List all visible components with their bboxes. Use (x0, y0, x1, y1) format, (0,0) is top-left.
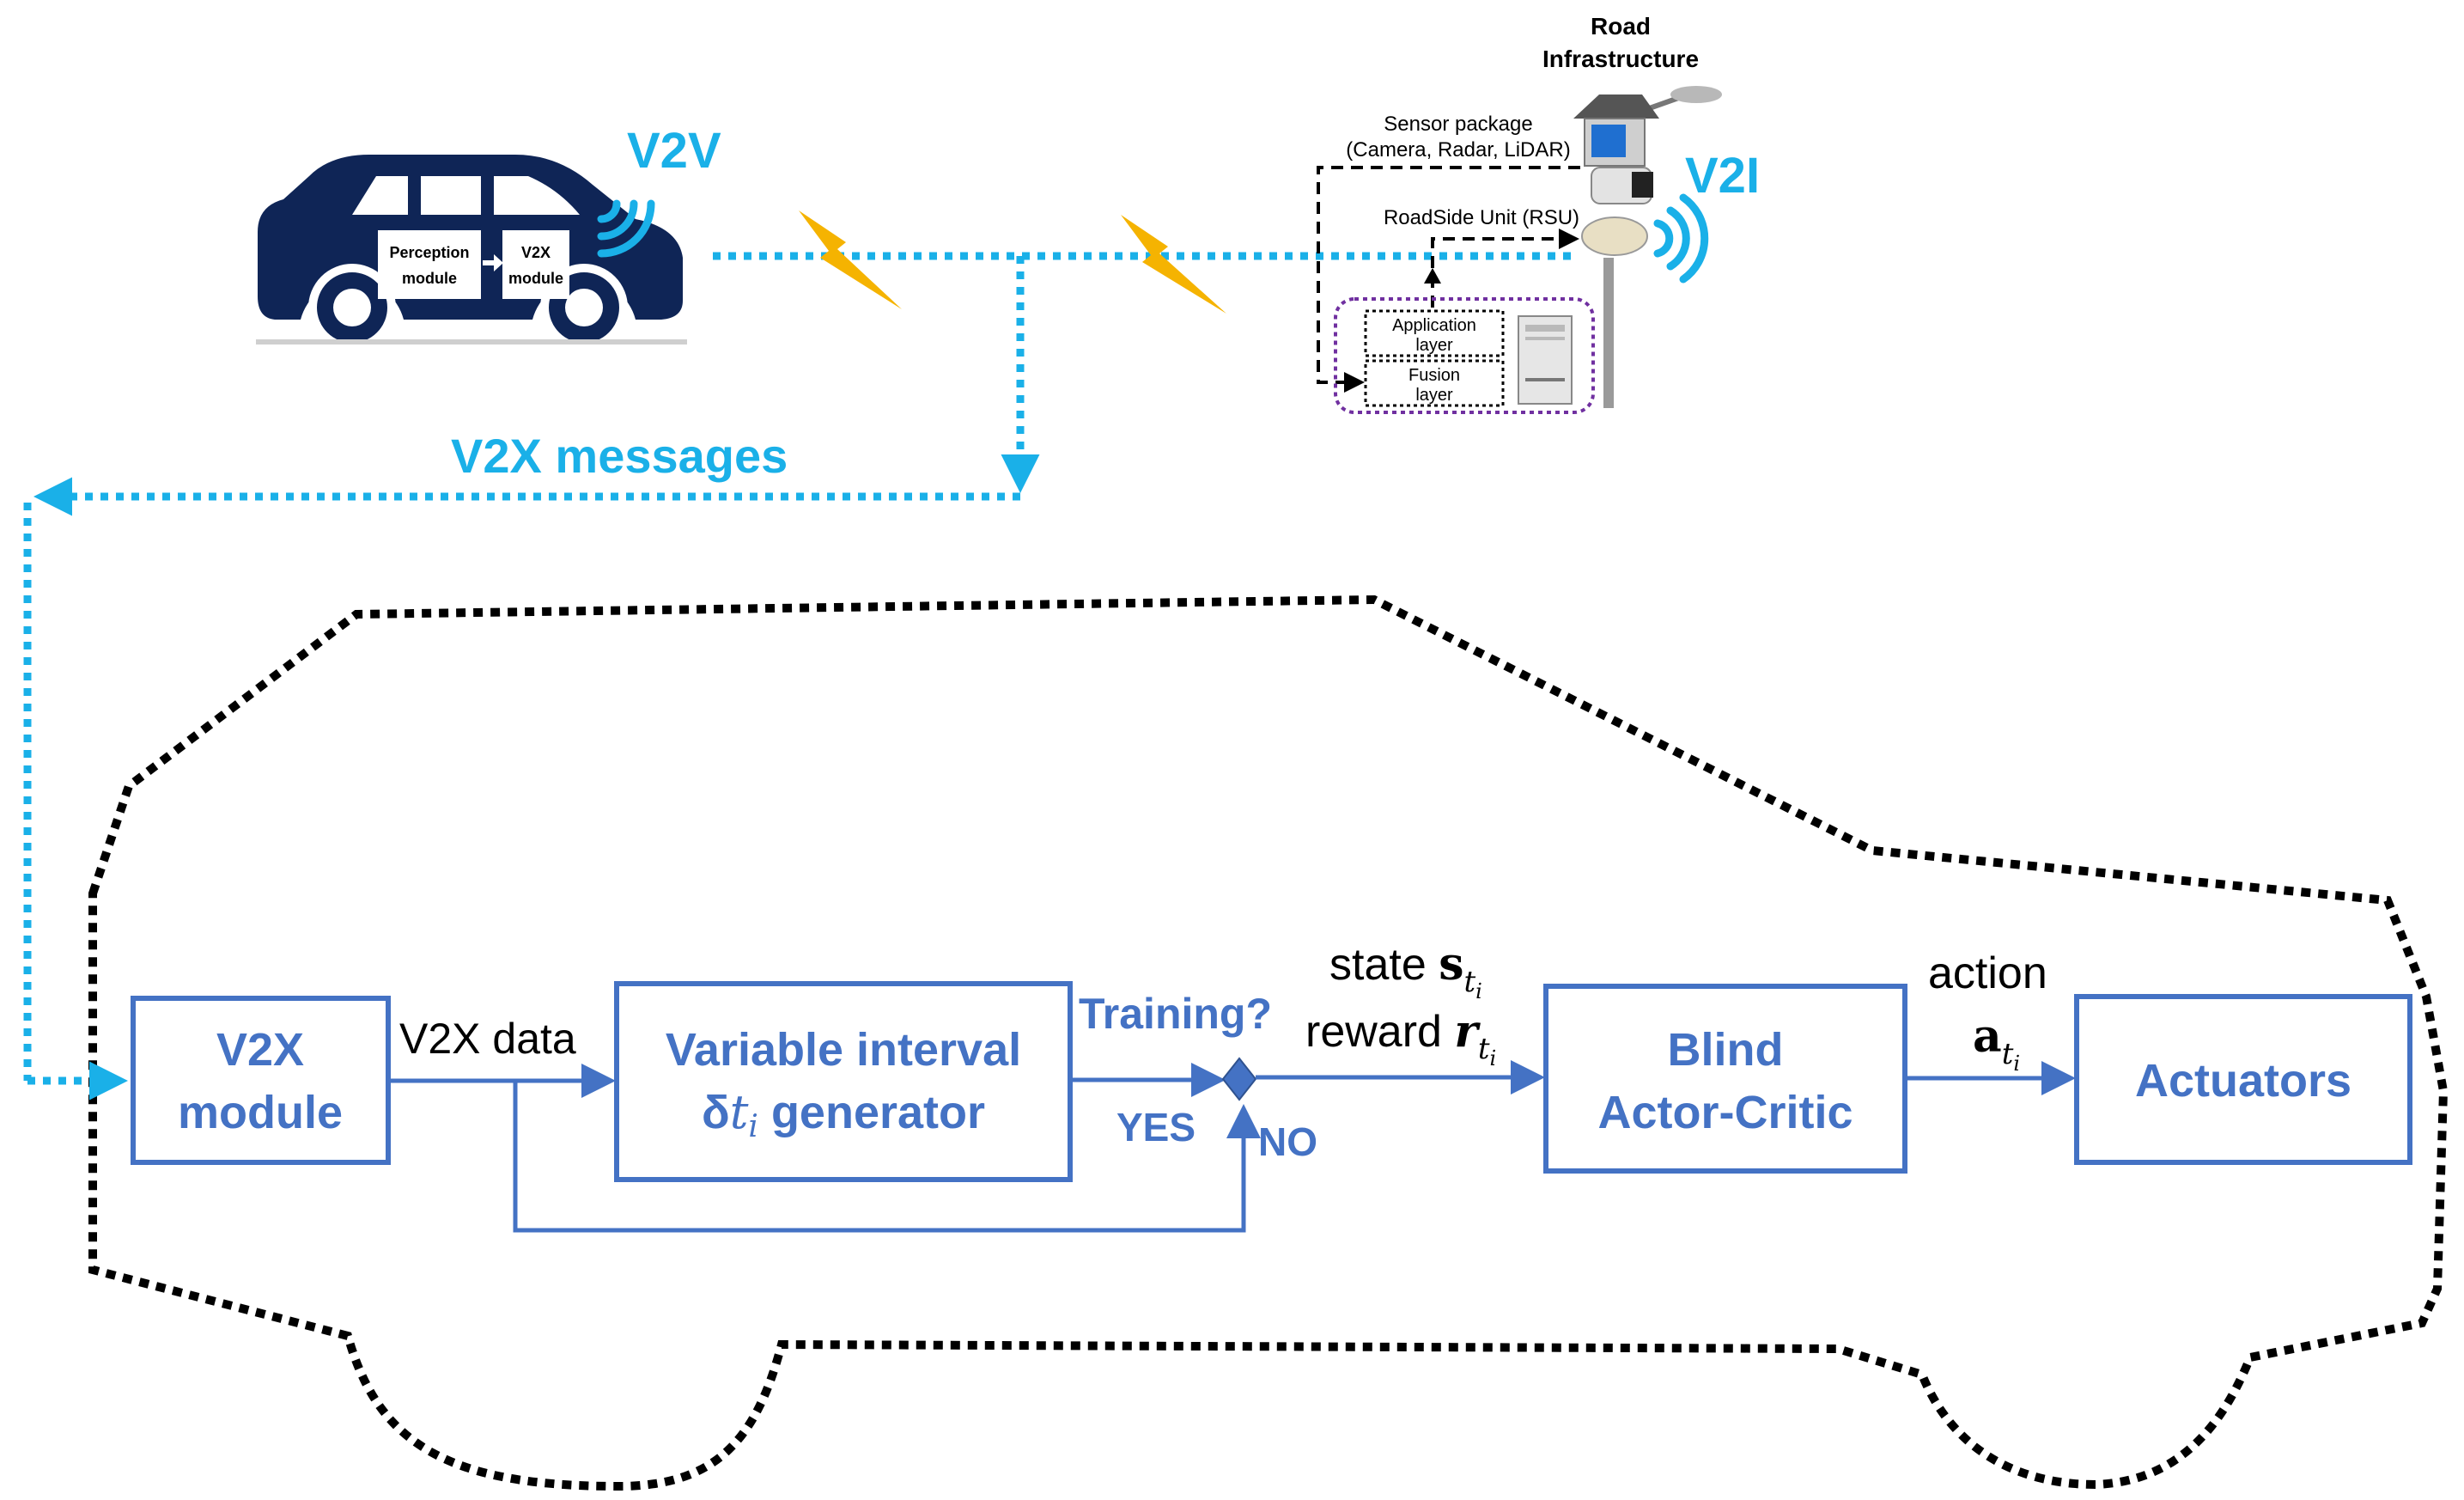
car-v2x-module-box (502, 230, 569, 299)
action-sub-i: i (2013, 1052, 2020, 1076)
fusion-layer-box (1364, 359, 1505, 407)
car-v2x-module-line1: V2X (521, 244, 551, 261)
edge-server-group (1334, 297, 1595, 414)
wifi-icon-v2i (1653, 193, 1709, 284)
lightning-icon-1 (799, 210, 902, 309)
wifi-icon-v2v (597, 199, 655, 258)
car-internal-arrow (483, 254, 503, 271)
car-window-middle (421, 176, 481, 215)
variable-interval-generator-box (614, 981, 1073, 1182)
rsu-device (1581, 216, 1648, 256)
generator-delta: δ (702, 1087, 730, 1138)
fusion-layer-line1: Fusion (1408, 366, 1460, 385)
generator-line2: δti generator (702, 1085, 985, 1144)
action-sub-t: t (2002, 1037, 2014, 1071)
action-label: ati (1973, 1010, 2020, 1076)
application-layer-box (1364, 309, 1505, 357)
vehicle-outline (88, 595, 2449, 1491)
state-symbol: s (1439, 938, 1463, 991)
application-to-rsu-path (1431, 229, 1579, 308)
car-illustration: Perception module V2X module (256, 155, 687, 351)
generator-i: i (748, 1109, 758, 1144)
generator-t: t (730, 1085, 749, 1139)
server-icon (1518, 315, 1573, 405)
actuators-label: Actuators (2135, 1055, 2351, 1107)
actuators-box (2074, 994, 2412, 1165)
state-sub-i: i (1475, 979, 1482, 1003)
car-window-rear (494, 176, 580, 215)
action-word: action (1928, 948, 2047, 998)
action-symbol: a (1973, 1010, 2002, 1063)
reward-sub-t: t (1478, 1032, 1490, 1066)
v2i-label: V2I (1685, 148, 1760, 204)
v2v-label: V2V (627, 123, 721, 179)
application-layer-line2: layer (1415, 336, 1453, 355)
car-hub-front (333, 289, 371, 326)
reward-sub-i: i (1489, 1046, 1496, 1070)
bypass-path (513, 1081, 1261, 1233)
application-layer-line1: Application (1392, 316, 1476, 335)
state-label: state sti (1329, 938, 1482, 1003)
no-label: NO (1258, 1119, 1317, 1164)
sensor-package-line2: (Camera, Radar, LiDAR) (1346, 138, 1570, 162)
v2x-module-line2: module (178, 1087, 343, 1138)
rsu-label: RoadSide Unit (RSU) (1384, 206, 1579, 229)
state-word: state (1329, 940, 1439, 990)
reward-label: reward rti (1305, 1005, 1496, 1070)
perception-module-box (378, 230, 481, 299)
blind-line2: Actor-Critic (1597, 1087, 1853, 1138)
infrastructure-pole (1573, 86, 1722, 408)
sensor-to-fusion-path (1317, 166, 1580, 393)
road-infrastructure-line1: Road (1591, 13, 1651, 40)
reward-symbol: r (1454, 1005, 1481, 1058)
yes-label: YES (1116, 1105, 1195, 1149)
sensor-package-line1: Sensor package (1384, 113, 1532, 136)
v2x-messages-label: V2X messages (451, 429, 788, 483)
car-window-front (352, 176, 408, 215)
application-up-arrowhead (1424, 268, 1441, 284)
car-hub-rear (565, 289, 603, 326)
decision-diamond (1221, 1057, 1257, 1101)
state-sub-t: t (1463, 965, 1475, 999)
car-v2x-module-line2: module (508, 270, 563, 287)
perception-module-line1: Perception (389, 244, 469, 261)
lightning-icon-2 (1121, 215, 1226, 314)
blind-actor-critic-box (1543, 984, 1907, 1174)
training-question-label: Training? (1079, 990, 1272, 1038)
generator-line1: Variable interval (666, 1024, 1021, 1076)
road-infrastructure-line2: Infrastructure (1542, 46, 1699, 72)
generator-suffix: generator (758, 1087, 985, 1138)
reward-word: reward (1305, 1007, 1454, 1057)
blind-line1: Blind (1668, 1024, 1784, 1076)
perception-module-line2: module (402, 270, 457, 287)
fusion-layer-line2: layer (1415, 386, 1453, 405)
v2x-data-label: V2X data (399, 1015, 576, 1063)
v2x-module-line1: V2X (216, 1024, 304, 1076)
